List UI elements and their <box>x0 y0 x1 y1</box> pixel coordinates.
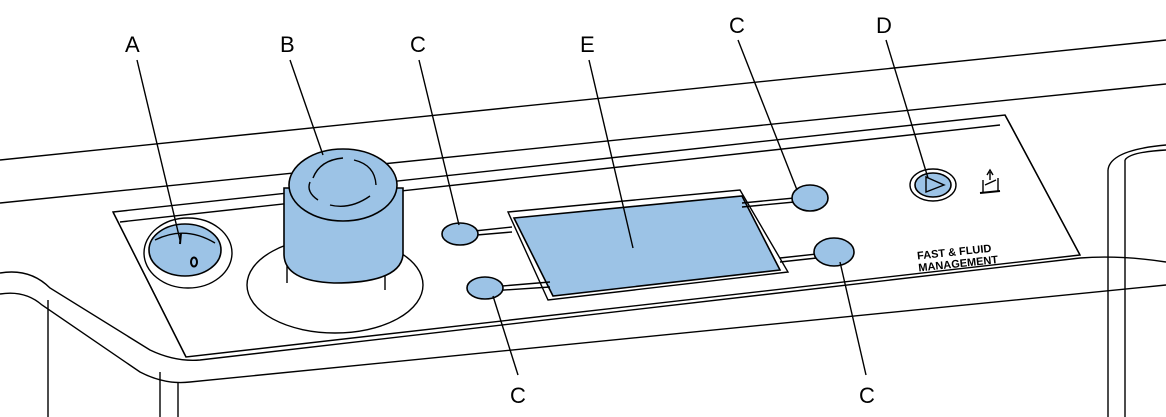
callout-a: A <box>125 32 140 57</box>
power-switch[interactable] <box>143 217 233 289</box>
callout-d: D <box>876 13 892 38</box>
device-housing <box>0 39 1166 417</box>
softkey-top-right[interactable] <box>741 184 829 212</box>
emergency-stop-knob-icon <box>308 157 377 208</box>
panel-plate <box>111 114 1082 358</box>
start-button[interactable] <box>909 168 957 202</box>
callout-b: B <box>280 32 295 57</box>
callout-c-top-left: C <box>410 32 426 57</box>
play-triangle-icon <box>925 175 946 194</box>
callout-c-top-right: C <box>729 13 745 38</box>
callout-leaders <box>136 39 929 376</box>
callout-c-bottom-left: C <box>510 383 526 408</box>
callout-c-bottom-right: C <box>859 383 875 408</box>
display-screen <box>506 189 790 301</box>
patient-bed-icon <box>979 168 1001 194</box>
softkey-top-left[interactable] <box>441 222 513 246</box>
power-rocker-switch-icon <box>179 232 198 268</box>
softkey-bottom-right[interactable] <box>779 237 855 267</box>
callout-e: E <box>580 32 595 57</box>
emergency-stop-knob[interactable] <box>246 148 424 334</box>
panel-label: FAST & FLUID MANAGEMENT <box>917 243 999 275</box>
softkey-bottom-left[interactable] <box>466 276 551 300</box>
